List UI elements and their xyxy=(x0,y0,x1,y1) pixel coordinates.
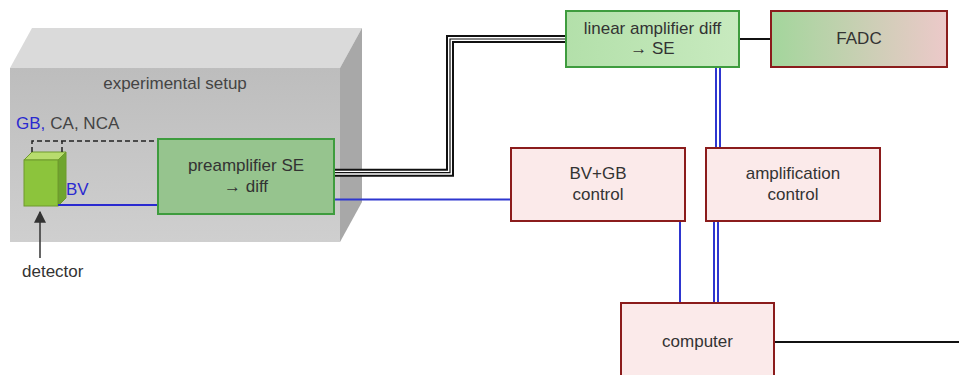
box-label: BV+GB control xyxy=(543,164,653,205)
connector-stroke xyxy=(713,222,719,302)
signal-name: GB, xyxy=(16,114,45,134)
control-box: amplification control xyxy=(705,147,881,222)
housing-top xyxy=(10,28,362,68)
preamplifier-box: preamplifier SE → diff xyxy=(157,138,335,215)
control-box: BV+GB control xyxy=(510,147,686,222)
amplifier-box: linear amplifier diff → SE xyxy=(565,10,740,68)
signal-name: BV xyxy=(66,180,89,200)
box-label: computer xyxy=(662,332,733,352)
box-label: FADC xyxy=(836,29,881,49)
control-line xyxy=(716,222,717,302)
box-label: linear amplifier diff → SE xyxy=(578,19,728,60)
control-line xyxy=(718,68,719,147)
digitizer-box: FADC xyxy=(770,10,948,68)
connector-stroke xyxy=(715,222,717,302)
bias-wire xyxy=(58,204,157,206)
housing-title: experimental setup xyxy=(103,74,247,94)
box-label: preamplifier SE → diff xyxy=(187,156,305,197)
box-label: amplification control xyxy=(723,164,863,205)
control-line xyxy=(680,222,681,302)
output-wire xyxy=(775,341,959,343)
guard-wire xyxy=(32,141,157,152)
housing-side xyxy=(340,28,362,242)
connector-stroke xyxy=(740,38,770,40)
leader-arrow xyxy=(39,212,41,258)
signal-line xyxy=(740,39,770,40)
detector-side xyxy=(58,152,66,206)
housing-box: experimental setup preamplifier SE → diff xyxy=(10,68,340,242)
detector-cube xyxy=(24,160,58,206)
connector-stroke xyxy=(717,68,719,147)
control-line xyxy=(335,199,510,200)
connector-stroke xyxy=(679,222,681,302)
connector-stroke xyxy=(715,68,721,147)
computer-box: computer xyxy=(620,302,775,375)
housing-front xyxy=(10,68,340,242)
part-name: detector xyxy=(22,262,83,282)
connector-stroke xyxy=(335,199,510,201)
signal-name: CA, NCA xyxy=(50,114,119,134)
